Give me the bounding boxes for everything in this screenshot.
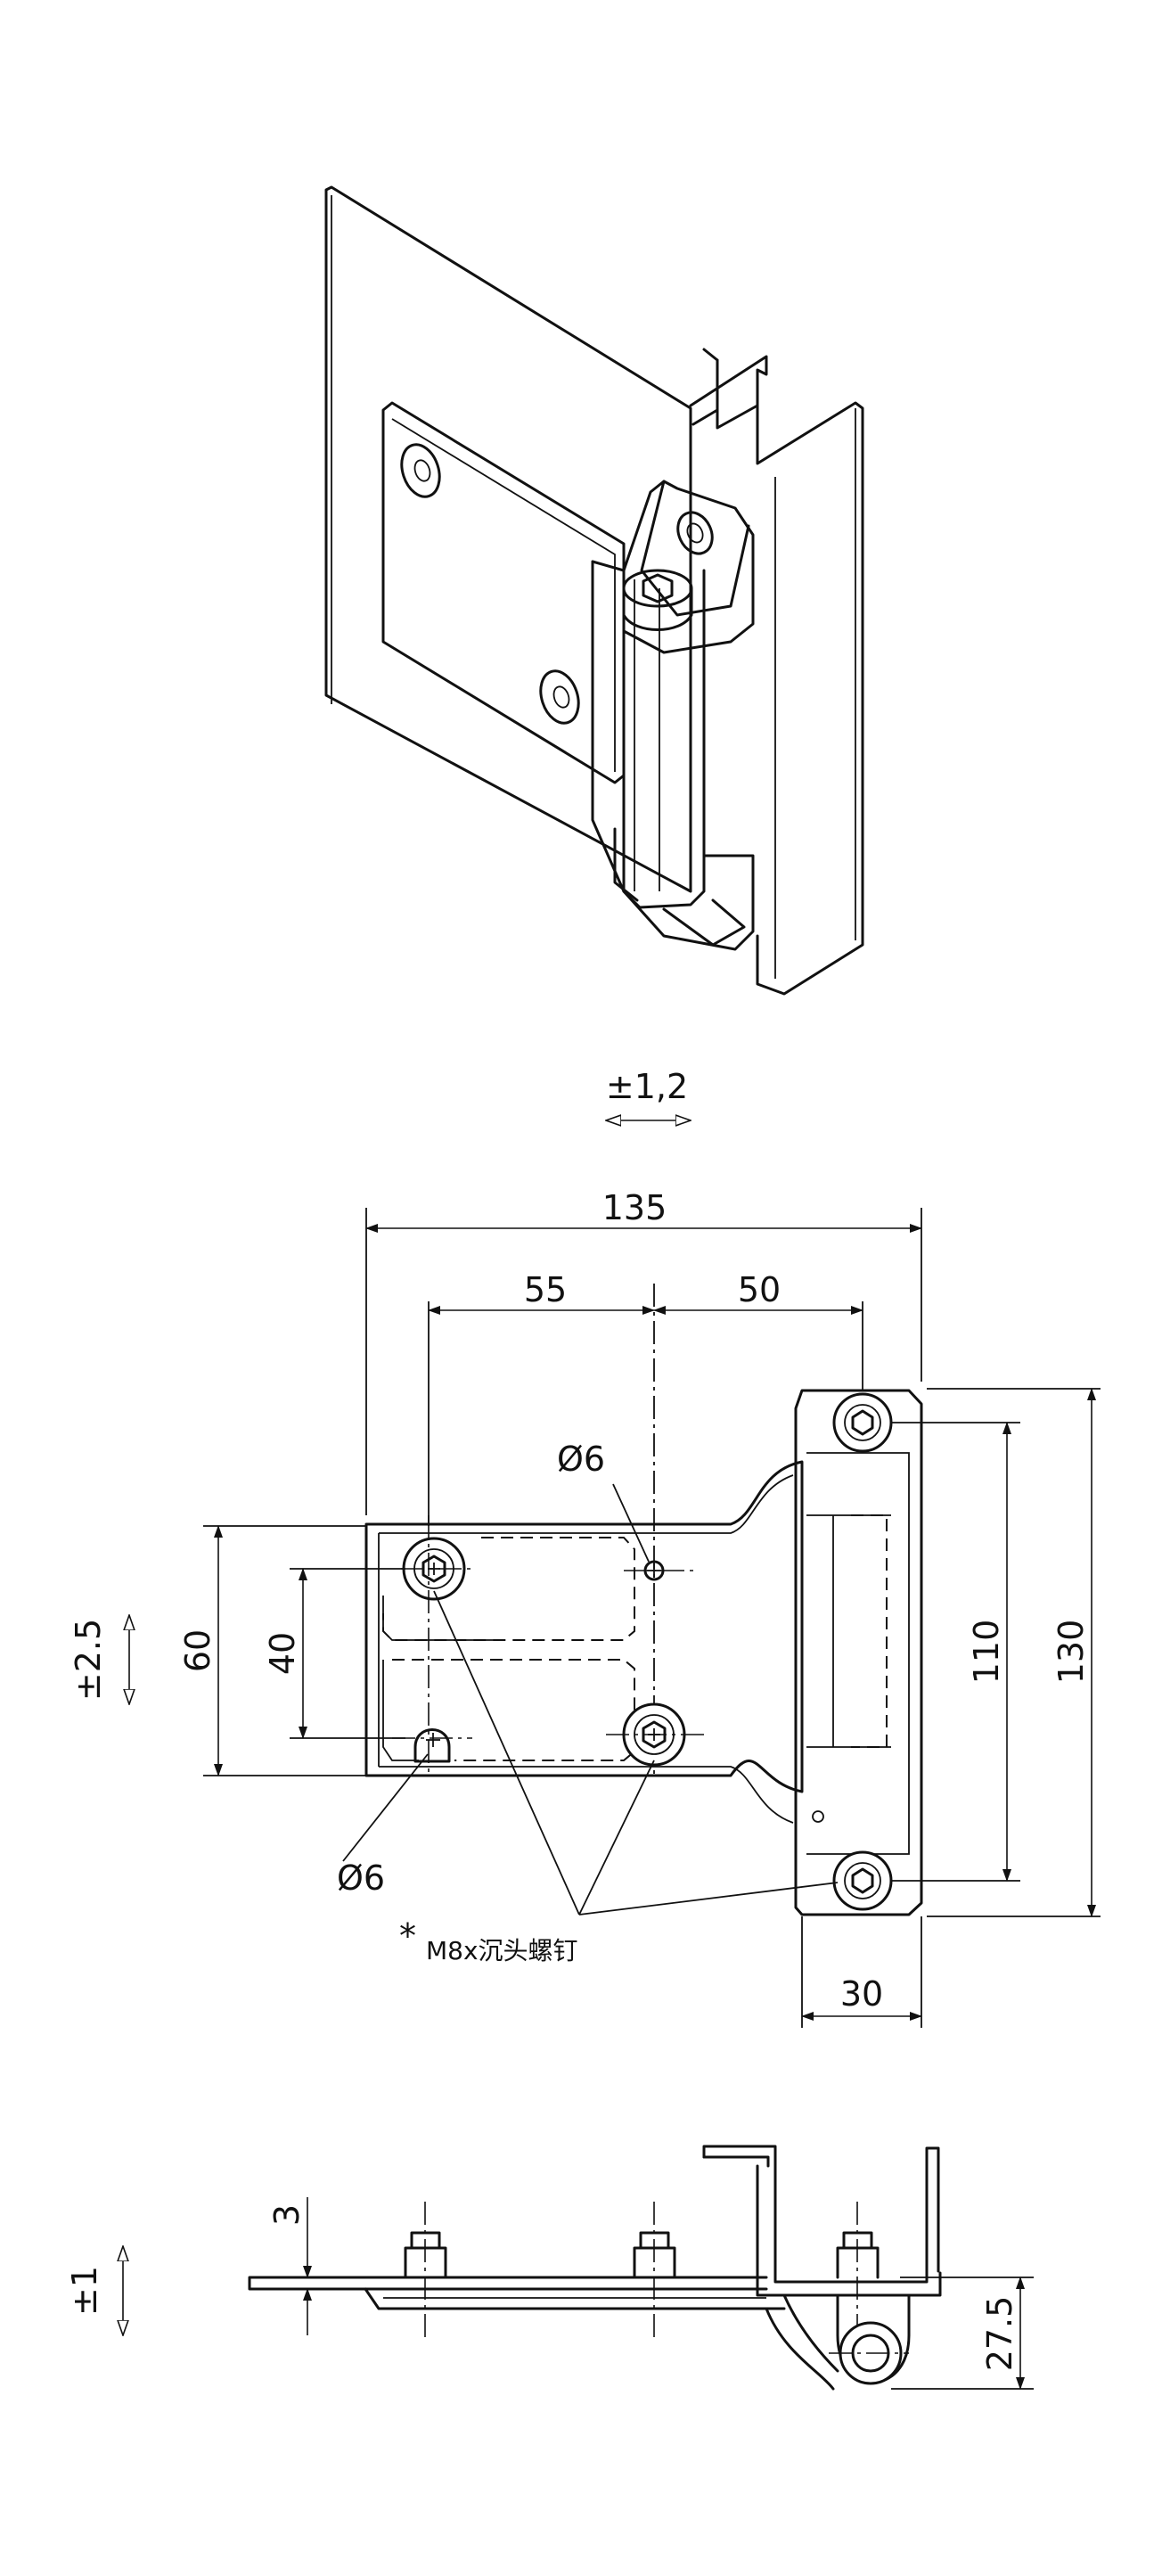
side-view (123, 2145, 1034, 2391)
label-plate-height: 60 (178, 1629, 217, 1672)
label-wall-plate-width: 30 (840, 1974, 883, 2014)
label-hole-spacing-left: 55 (524, 1270, 567, 1309)
countersunk-screw (832, 1392, 893, 1453)
label-plate-thickness: 3 (267, 2204, 307, 2226)
label-hinge-offset: 27.5 (980, 2296, 1019, 2372)
label-adjust-depth: ±1 (65, 2266, 104, 2316)
label-adjust-horizontal: ±1,2 (606, 1067, 688, 1106)
label-overall-width: 135 (602, 1188, 667, 1227)
callout-screw-note: M8x沉头螺钉 (426, 1936, 578, 1965)
callout-asterisk: * (399, 1916, 416, 1956)
label-hole-spacing-right: 50 (738, 1270, 781, 1309)
label-hole-diameter-bottom: Ø6 (337, 1858, 385, 1898)
label-hole-spacing-vertical: 40 (263, 1632, 302, 1675)
label-hole-diameter-top: Ø6 (557, 1440, 605, 1479)
label-wall-plate-height: 130 (1052, 1620, 1091, 1685)
front-view (129, 1208, 1101, 2028)
label-adjust-vertical: ±2.5 (69, 1619, 108, 1701)
hole-6-icon (413, 1728, 451, 1763)
label-wall-hole-spacing: 110 (967, 1620, 1006, 1685)
countersunk-screw (832, 1850, 893, 1911)
isometric-view (324, 185, 864, 996)
